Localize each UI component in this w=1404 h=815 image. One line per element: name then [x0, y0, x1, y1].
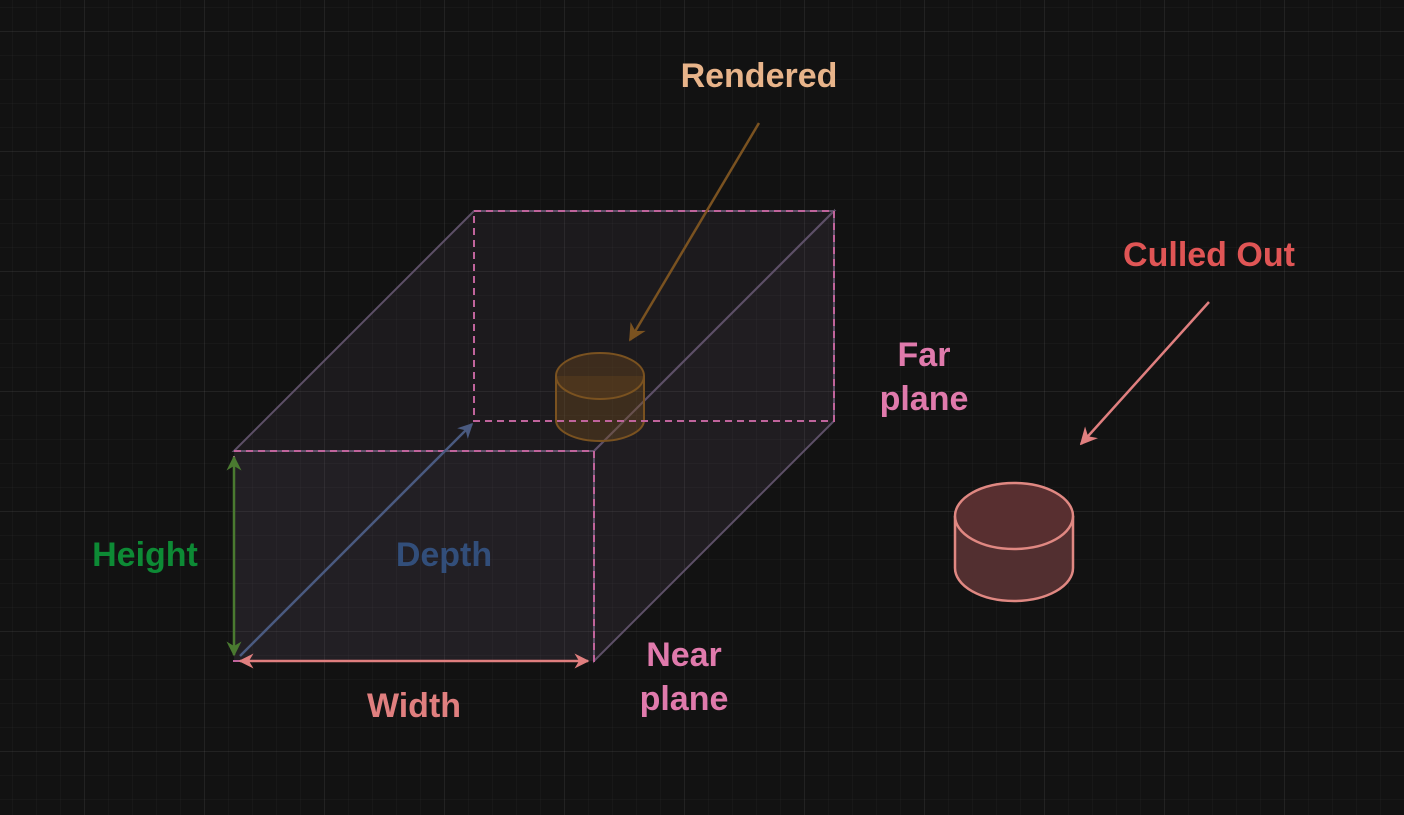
height-label: Height	[92, 536, 198, 574]
width-label: Width	[366, 687, 462, 725]
culled-out-label: Culled Out	[1123, 236, 1295, 274]
rendered-object-cylinder	[555, 352, 645, 442]
rendered-pointer-arrow	[628, 122, 761, 342]
far-plane	[473, 210, 835, 422]
culled-object-cylinder	[953, 481, 1075, 603]
near-plane-label: Near plane	[639, 636, 729, 718]
far-plane-label: Far plane	[879, 336, 969, 418]
depth-label: Depth	[395, 536, 493, 574]
culled-pointer-arrow	[1079, 301, 1210, 446]
depth-arrow	[239, 422, 474, 657]
frustum-front-face	[234, 451, 594, 661]
frustum-box	[231, 208, 837, 664]
rendered-label: Rendered	[680, 57, 838, 95]
